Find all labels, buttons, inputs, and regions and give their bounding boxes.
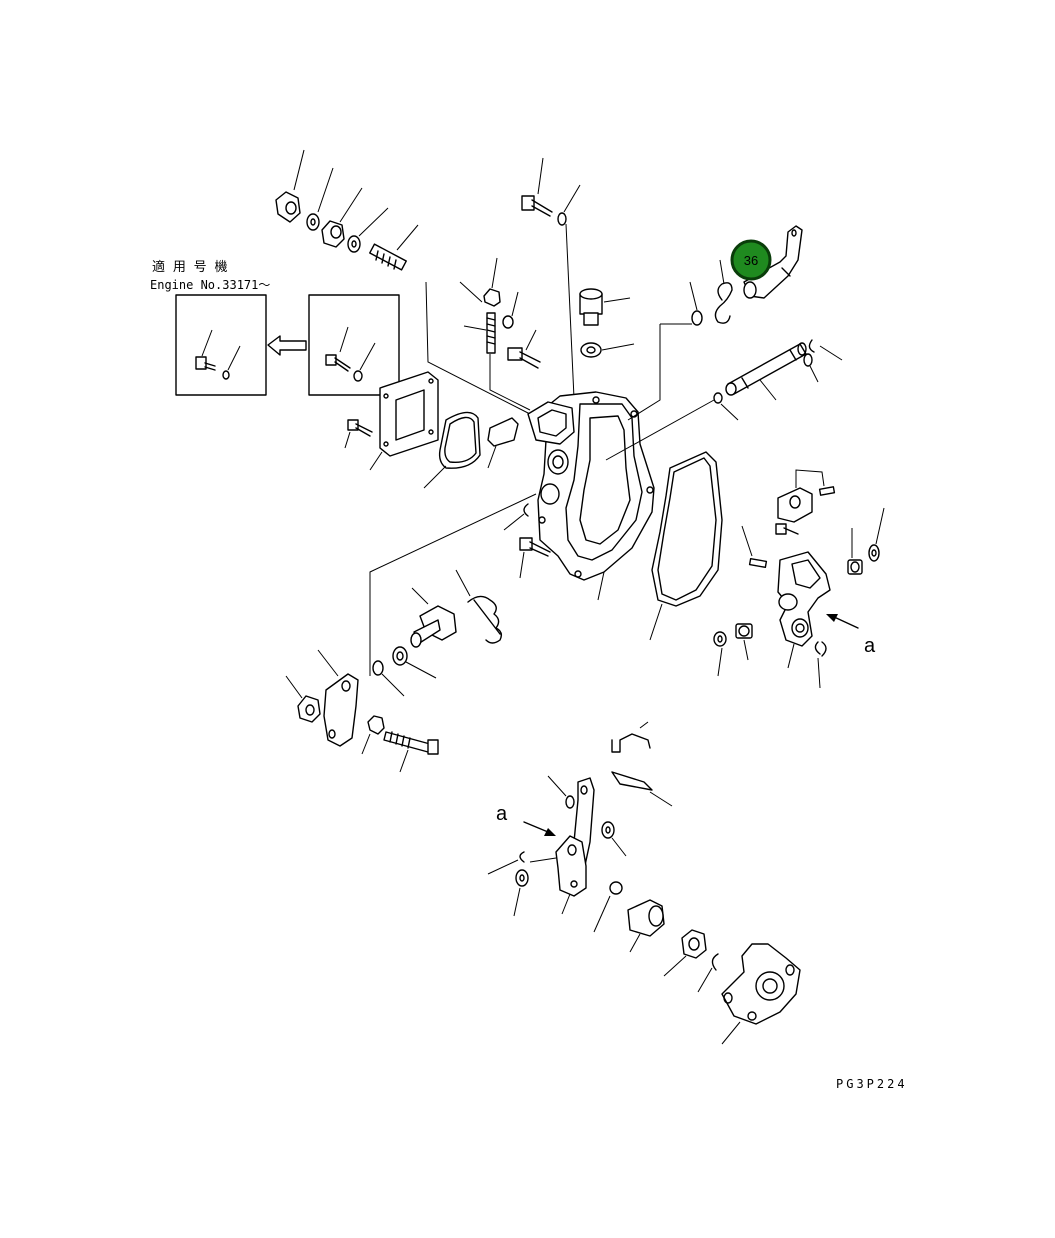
stud-bolt (369, 224, 419, 271)
governor-body-lower (721, 943, 801, 1045)
washer-lower-b (513, 869, 529, 917)
washer-lower-a (601, 821, 627, 857)
bolt-left-cover (344, 419, 373, 449)
lever-bracket (777, 551, 831, 669)
governor-shaft (725, 342, 807, 401)
collar-lower-right (735, 623, 753, 661)
cam-boss (627, 899, 665, 953)
flange-bolt-lower (519, 537, 551, 579)
washer-top (557, 184, 581, 226)
hollow-bolt (507, 329, 541, 369)
applicable-serial-label-jp: 適 用 号 機 (152, 259, 227, 275)
o-ring-left (372, 660, 405, 697)
snap-ring-right (814, 641, 827, 689)
nut-lever-left (285, 675, 321, 723)
washer-new-version (222, 345, 241, 380)
leader-long-diagonal (369, 493, 537, 676)
gasket-large (649, 451, 723, 641)
bolt-stopper (775, 523, 799, 535)
governor-housing (527, 391, 655, 601)
washer-shaft-left (392, 646, 437, 679)
washer-1 (306, 167, 334, 231)
washer-right (868, 507, 885, 562)
view-a-arrow-upper (826, 614, 859, 629)
gasket-square (423, 411, 481, 489)
lever-plate (529, 835, 587, 915)
o-ring-small (502, 291, 519, 329)
pin-small (818, 486, 836, 496)
nut-small-top (459, 257, 501, 307)
view-a-arrow-lower (523, 821, 556, 836)
spring-small (714, 259, 733, 324)
shaft-lever-assembly (410, 587, 457, 648)
nut-adjust (361, 715, 385, 755)
washer-lower-right (713, 631, 727, 677)
snap-ring-shaft (808, 339, 843, 361)
washer-old-version (353, 342, 376, 382)
lever-left (317, 649, 359, 747)
callout-number-text: 36 (744, 253, 758, 268)
view-a-label-lower: a (496, 803, 508, 825)
o-ring-upper (660, 281, 703, 326)
bolt-new-version (195, 329, 216, 371)
snap-ring-cam (697, 953, 719, 993)
new-version-box (175, 294, 267, 396)
bracket-stopper (777, 469, 825, 523)
part-number-36-callout[interactable]: 36 (730, 239, 772, 281)
collar (321, 187, 363, 248)
washer-2 (347, 207, 389, 253)
snap-ring-left (503, 503, 529, 531)
old-version-box (308, 294, 400, 396)
leader-stud-top (425, 281, 531, 415)
leader-shaft-axis (605, 399, 715, 461)
view-a-label-upper: a (864, 635, 876, 657)
cover-plate (369, 371, 439, 471)
bolt-old-version (325, 326, 351, 372)
link-rod-bracket (611, 721, 673, 807)
roll-pin (741, 525, 768, 569)
collar-right (847, 528, 863, 575)
cap-nut (275, 149, 305, 223)
o-ring-shaft-end (803, 353, 819, 383)
lever-part-36 (743, 225, 803, 299)
plug (579, 288, 631, 326)
leader-top-to-housing (565, 223, 575, 399)
threaded-stud (463, 312, 496, 354)
flange-bolt-top (521, 157, 553, 217)
washer-lower-lever (547, 775, 575, 809)
pin-knob (593, 881, 623, 933)
spring-cam (455, 569, 503, 644)
nut-cam (663, 929, 707, 977)
adjusting-bolt (383, 731, 439, 773)
left-hollow-arrow-icon (267, 335, 307, 356)
washer-plug (580, 342, 635, 358)
gasket-small (487, 417, 519, 469)
leader-studs (489, 354, 531, 411)
figure-code: PG3P224 (836, 1077, 908, 1091)
engine-number-label: Engine No.33171～ (150, 278, 270, 292)
o-ring-shaft (713, 392, 739, 421)
snap-ring-lower (487, 851, 525, 875)
leader-o-ring-housing (627, 324, 661, 421)
